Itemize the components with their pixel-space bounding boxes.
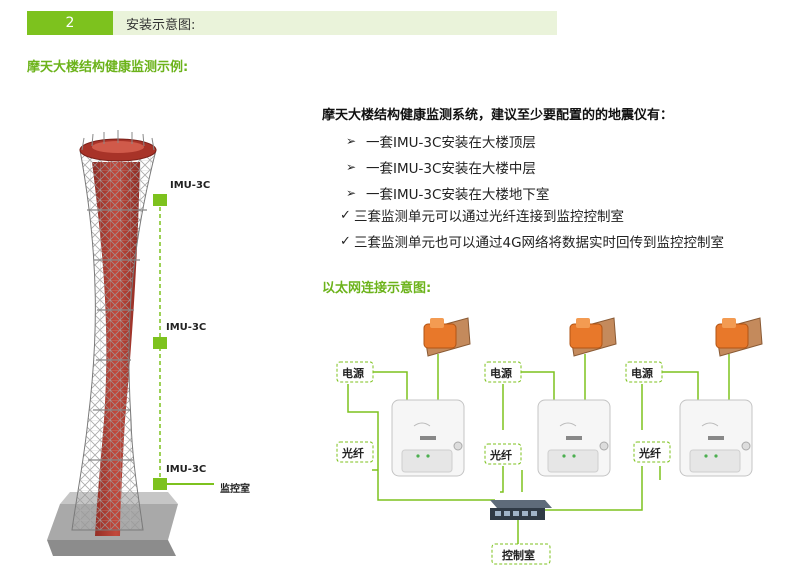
check-item: ✓三套监测单元也可以通过4G网络将数据实时回传到监控控制室 (340, 228, 724, 254)
bullet-text: 一套IMU-3C安装在大楼地下室 (366, 187, 550, 203)
arrow-bullet-icon: ➢ (346, 134, 357, 148)
sensor-device-3 (715, 317, 763, 357)
system-title: 摩天大楼结构健康监测系统，建议至少要配置的的地震仪有： (322, 108, 674, 123)
imu-unit-3 (679, 399, 753, 477)
checkmark-icon: ✓ (340, 233, 351, 249)
label-boxes: 电源 光纤 电源 光纤 电源 光纤 控制室 (336, 361, 671, 565)
sensor-device-2 (569, 317, 617, 357)
power-label: 电源 (490, 366, 512, 380)
fiber-label: 光纤 (638, 446, 661, 460)
fiber-label: 光纤 (489, 448, 512, 462)
ethernet-diagram-title: 以太网连接示意图: (322, 281, 432, 296)
checkmark-icon: ✓ (340, 207, 351, 223)
install-bullet-list: ➢ 一套IMU-3C安装在大楼顶层 ➢ 一套IMU-3C安装在大楼中层 ➢ 一套IMU… (346, 128, 549, 206)
sensor-device-1 (423, 317, 471, 357)
imu-unit-1 (391, 399, 465, 477)
sensor-marker-basement (153, 478, 167, 490)
section-number: 2 (27, 11, 113, 35)
sensor-marker-top (153, 194, 167, 206)
section-header: 2 安装示意图: (27, 11, 557, 35)
tower-illustration (47, 130, 178, 556)
check-item: ✓三套监测单元可以通过光纤连接到监控控制室 (340, 202, 724, 228)
tower-sensor-markers: IMU-3C IMU-3C IMU-3C 监控室 (153, 180, 250, 495)
bullet-item: ➢ 一套IMU-3C安装在大楼中层 (346, 154, 549, 180)
network-switch-icon (490, 500, 552, 520)
bullet-item: ➢ 一套IMU-3C安装在大楼顶层 (346, 128, 549, 154)
power-label: 电源 (342, 366, 364, 380)
check-text: 三套监测单元可以通过光纤连接到监控控制室 (354, 209, 624, 225)
section-title: 安装示意图: (113, 11, 557, 35)
ethernet-diagram: 电源 光纤 电源 光纤 电源 光纤 控制室 (336, 317, 763, 565)
example-subtitle: 摩天大楼结构健康监测示例: (27, 60, 189, 75)
power-label: 电源 (631, 366, 653, 380)
control-room-box-label: 控制室 (502, 548, 535, 562)
bullet-text: 一套IMU-3C安装在大楼中层 (366, 161, 536, 177)
fiber-label: 光纤 (341, 446, 364, 460)
arrow-bullet-icon: ➢ (346, 186, 357, 200)
sensor-marker-middle (153, 337, 167, 349)
check-text: 三套监测单元也可以通过4G网络将数据实时回传到监控控制室 (354, 235, 725, 251)
control-room-label: 监控室 (220, 482, 250, 495)
sensor-label-top: IMU-3C (170, 180, 210, 191)
bullet-text: 一套IMU-3C安装在大楼顶层 (366, 135, 536, 151)
bullet-item: ➢ 一套IMU-3C安装在大楼地下室 (346, 180, 549, 206)
connection-check-list: ✓三套监测单元可以通过光纤连接到监控控制室 ✓三套监测单元也可以通过4G网络将数… (340, 202, 724, 254)
imu-unit-2 (537, 399, 611, 477)
arrow-bullet-icon: ➢ (346, 160, 357, 174)
sensor-label-middle: IMU-3C (166, 322, 206, 333)
sensor-label-basement: IMU-3C (166, 464, 206, 475)
